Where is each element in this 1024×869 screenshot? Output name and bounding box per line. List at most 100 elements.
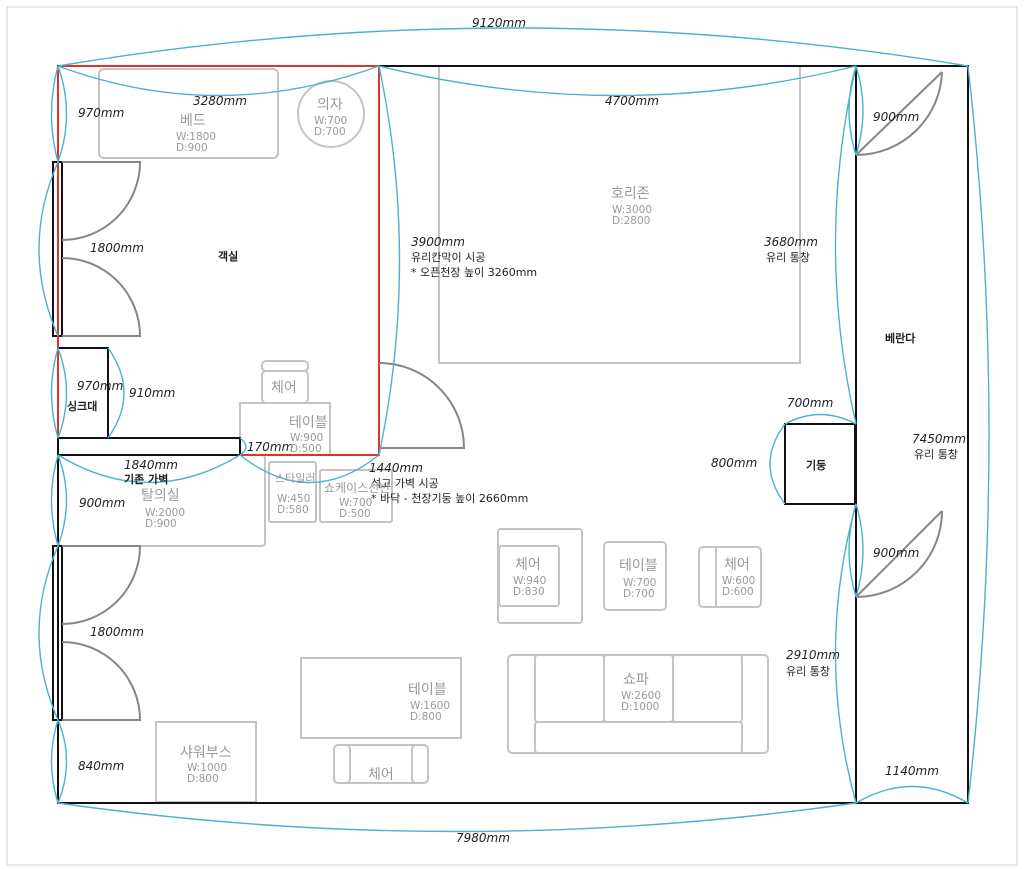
furniture — [57, 65, 801, 803]
room-chair-name: 체어 — [271, 380, 297, 396]
right-chair-depth: D:600 — [722, 586, 754, 598]
door-swing — [855, 510, 943, 598]
round-chair-depth: D:700 — [314, 126, 346, 138]
dim-sink-right: 910mm — [129, 386, 175, 400]
sofa-name: 쇼파 — [623, 672, 649, 688]
sofa-cushion — [672, 654, 743, 723]
dim-left-bottom: 840mm — [78, 759, 124, 773]
round-chair-name: 의자 — [317, 97, 343, 113]
room-sink: 싱크대 — [67, 399, 97, 413]
dim-veranda-right: 7450mm — [912, 432, 966, 446]
horizon-width: W:3000 — [612, 204, 652, 216]
pillar — [784, 423, 856, 505]
bottom-chair-name: 체어 — [368, 767, 394, 783]
dim-dressing-left: 900mm — [79, 496, 125, 510]
dim-bottom-total: 7980mm — [456, 831, 510, 845]
room-labels: 객실 싱크대 기존 가벽 탈의실 베란다 기둥 유리칸막이 시공 * 오픈천장 … — [67, 249, 958, 678]
mid-table-depth: D:700 — [623, 588, 655, 600]
showcase-width: W:700 — [339, 497, 372, 509]
dim-window-bottom: 2910mm — [786, 648, 840, 662]
sofa-width: W:2600 — [621, 690, 661, 702]
room-table-name: 테이블 — [289, 415, 328, 431]
dim-left-door1: 1800mm — [90, 241, 144, 255]
right-chair-name: 체어 — [724, 557, 750, 573]
sink — [57, 347, 109, 439]
mid-table — [603, 541, 667, 611]
room-dressing: 탈의실 — [141, 488, 180, 504]
large-table-name: 테이블 — [408, 682, 447, 698]
note-plaster-wall: 석고 가벽 시공 — [371, 477, 439, 490]
room-bedroom: 객실 — [218, 249, 238, 263]
sofa-seat — [534, 721, 743, 754]
shower-depth: D:800 — [187, 773, 219, 785]
large-table-depth: D:800 — [410, 711, 442, 723]
dim-veranda-bottom: 1140mm — [885, 764, 939, 778]
dressing-width: W:2000 — [145, 507, 185, 519]
outer-wall — [57, 65, 969, 804]
bed-width: W:1800 — [176, 131, 216, 143]
dressing-depth: D:900 — [145, 518, 177, 530]
note-window-bottom: 유리 통창 — [786, 665, 830, 678]
bottom-chair-arm — [411, 744, 429, 784]
big-chair-seat — [498, 545, 560, 607]
large-table-width: W:1600 — [410, 700, 450, 712]
pillar-label: 기둥 — [806, 458, 826, 472]
round-chair-width: W:700 — [314, 115, 347, 127]
room-veranda: 베란다 — [885, 331, 916, 345]
shower-name: 샤워부스 — [180, 745, 232, 761]
showcase-depth: D:500 — [339, 508, 371, 520]
sofa-depth: D:1000 — [621, 701, 659, 713]
dim-partition-gap: 170mm — [247, 440, 293, 454]
note-window-right: 유리 통창 — [914, 448, 958, 461]
dimension-labels: 9120mm 7980mm 3280mm 4700mm 970mm 1800mm… — [77, 16, 966, 845]
right-chair — [698, 546, 762, 608]
dim-living-width: 4700mm — [605, 94, 659, 108]
dim-plaster-wall: 1440mm — [369, 461, 423, 475]
dim-window-top: 3680mm — [764, 235, 818, 249]
dim-pillar-left: 800mm — [711, 456, 757, 470]
door-swing — [378, 362, 466, 449]
room-table-depth: D:500 — [290, 443, 322, 455]
bottom-chair-arm — [333, 744, 351, 784]
shower-width: W:1000 — [187, 762, 227, 774]
dim-sink-left: 970mm — [77, 379, 123, 393]
door-swing — [61, 641, 142, 721]
note-pillar-height: * 바닥 - 천장기둥 높이 2660mm — [371, 491, 528, 505]
page-border — [6, 6, 1018, 866]
horizon-name: 호리존 — [611, 186, 650, 202]
sofa-cushion — [534, 654, 605, 723]
dim-left-door2: 1800mm — [90, 625, 144, 639]
note-ceiling-height: * 오픈천장 높이 3260mm — [411, 265, 537, 279]
partition-wall — [57, 437, 241, 456]
dim-glass-wall: 3900mm — [411, 235, 465, 249]
styler-name: 스타일러 — [275, 471, 315, 485]
showcase-name: 쇼케이스선반 — [324, 481, 390, 495]
horizon-depth: D:2800 — [612, 215, 650, 227]
large-table — [300, 657, 462, 739]
styler-depth: D:580 — [277, 504, 309, 516]
existing-wall-label: 기존 가벽 — [124, 472, 168, 486]
door-swing — [61, 161, 142, 241]
dim-top-total: 9120mm — [472, 16, 526, 30]
door-swing — [855, 71, 943, 156]
styler — [268, 461, 317, 523]
styler-width: W:450 — [277, 493, 310, 505]
dim-veranda-top: 900mm — [873, 110, 919, 124]
door-swing — [61, 257, 142, 337]
room-chair-back — [261, 360, 309, 372]
right-chair-width: W:600 — [722, 575, 755, 587]
furniture-labels: 베드 W:1800 D:900 의자 W:700 D:700 호리존 W:300… — [145, 97, 755, 785]
big-chair-width: W:940 — [513, 575, 546, 587]
room-table-width: W:900 — [290, 432, 323, 444]
bed-name: 베드 — [180, 113, 206, 129]
note-window-top: 유리 통창 — [766, 251, 810, 264]
dim-partition: 1840mm — [124, 458, 178, 472]
dimension-arcs — [38, 27, 990, 833]
mid-table-name: 테이블 — [619, 558, 658, 574]
door-swing — [61, 545, 142, 625]
big-chair-depth: D:830 — [513, 586, 545, 598]
dim-veranda-mid: 900mm — [873, 546, 919, 560]
bed-depth: D:900 — [176, 142, 208, 154]
dim-bedroom-width: 3280mm — [193, 94, 247, 108]
